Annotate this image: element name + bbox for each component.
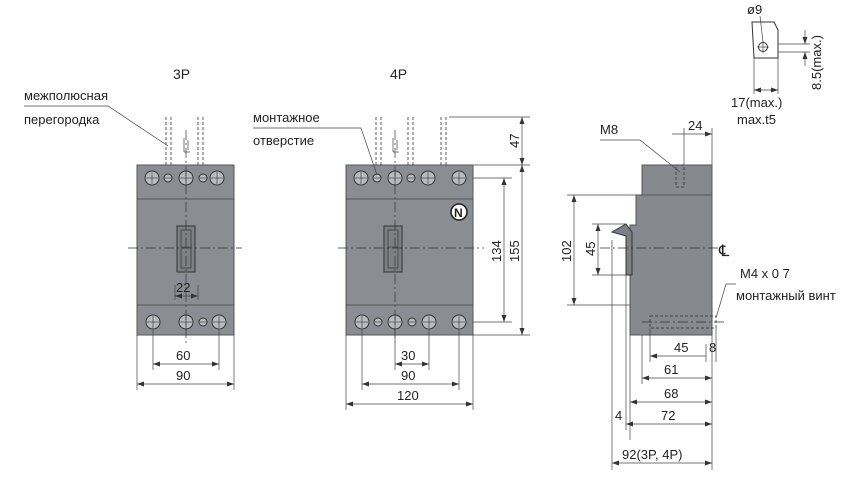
terminal-detail: ø9 8.5(max.) 17(max.) max.t5 xyxy=(731,2,824,127)
partition-4p xyxy=(375,117,447,165)
view-4p: 4P N xyxy=(253,66,530,410)
dim-92: 92(3P, 4P) xyxy=(622,447,682,462)
dim-47: 47 xyxy=(507,134,522,148)
dim-90-3p: 90 xyxy=(176,368,190,383)
terminals-bottom-4p xyxy=(354,314,467,330)
dim-61: 61 xyxy=(664,362,678,377)
terminals-top-3p xyxy=(144,170,225,186)
dim-68: 68 xyxy=(664,386,678,401)
dim-45-handle: 45 xyxy=(583,242,598,256)
terminal-plate xyxy=(751,21,779,59)
terminals-bottom-3p xyxy=(145,314,227,330)
label-screw-name: монтажный винт xyxy=(736,288,836,303)
breaker-body-side xyxy=(629,164,713,336)
dim-155: 155 xyxy=(507,240,522,262)
dim-30: 30 xyxy=(401,348,415,363)
dim-72: 72 xyxy=(661,408,675,423)
dim-thickness: 8.5(max.) xyxy=(809,35,824,90)
title-4p: 4P xyxy=(390,66,407,82)
partition-3p xyxy=(165,117,204,165)
dim-102: 102 xyxy=(559,240,574,262)
label-partition-1: межполюсная xyxy=(24,88,108,103)
dim-22: 22 xyxy=(176,280,190,295)
label-mounting-hole-2: отверстие xyxy=(253,133,314,148)
dims-side: 24 102 45 ℄ 45 8 xyxy=(559,118,730,470)
neutral-label: N xyxy=(454,206,463,220)
dim-8: 8 xyxy=(709,340,716,355)
label-max-t5: max.t5 xyxy=(737,112,776,127)
label-partition-2: перегородка xyxy=(24,112,100,127)
title-3p: 3P xyxy=(173,66,190,82)
view-3p: 3P xyxy=(24,66,242,390)
dim-134: 134 xyxy=(489,240,504,262)
view-side: M8 24 102 45 ℄ 45 8 xyxy=(559,118,836,470)
dim-4: 4 xyxy=(615,408,622,423)
breaker-body-4p xyxy=(345,164,474,336)
dims-3p: 22 60 90 xyxy=(136,280,235,390)
dim-width: 17(max.) xyxy=(731,95,782,110)
dim-120: 120 xyxy=(397,388,419,403)
label-mounting-hole-1: монтажное xyxy=(253,110,320,125)
neutral-mark xyxy=(450,203,468,221)
dim-90-4p: 90 xyxy=(401,368,415,383)
dims-4p: 47 134 155 30 90 120 xyxy=(345,116,530,410)
dim-60: 60 xyxy=(176,348,190,363)
handle-4p xyxy=(383,225,403,273)
centerline-symbol: ℄ xyxy=(718,243,730,260)
handle-side xyxy=(610,223,633,276)
label-screw-spec: M4 x 0 7 xyxy=(740,266,790,281)
dim-hole: ø9 xyxy=(747,2,762,17)
dim-45-screw: 45 xyxy=(674,340,688,355)
dim-24: 24 xyxy=(688,118,702,133)
terminals-top-4p xyxy=(353,170,467,186)
label-m8: M8 xyxy=(600,122,618,137)
